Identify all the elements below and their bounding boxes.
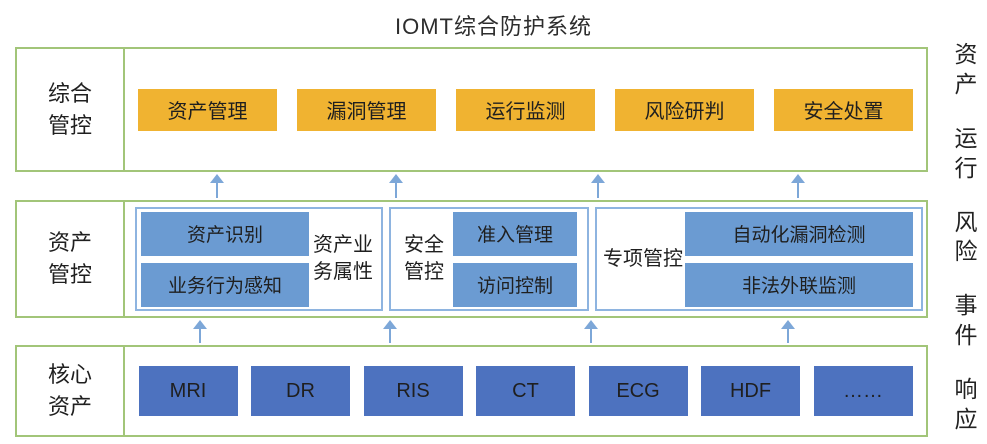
arrow-stem: [395, 183, 397, 198]
asset-hdf: HDF: [701, 366, 800, 416]
group-b-label-text: 安全管控: [404, 234, 444, 283]
group-c-buttons: 自动化漏洞检测 非法外联监测: [685, 211, 917, 307]
arrow-head: [193, 320, 207, 329]
arrow-stem: [797, 183, 799, 198]
tier-asset-control-label: 资产管控: [17, 202, 125, 316]
asset-ct: CT: [476, 366, 575, 416]
module-security-disposal: 安全处置: [774, 88, 913, 131]
group-asset-business-attributes: 资产识别 业务行为感知 资产业务属性: [135, 207, 383, 311]
up-arrow: [790, 174, 806, 198]
side-word-risk: 风险: [954, 208, 978, 265]
up-arrow: [583, 320, 599, 343]
group-c-label: 专项管控: [603, 247, 683, 270]
tier-management-label: 综合管控: [17, 49, 125, 170]
up-arrow: [780, 320, 796, 343]
arrow-stem: [787, 329, 789, 343]
arrow-head: [791, 174, 805, 183]
module-automated-vulnerability-detection: 自动化漏洞检测: [685, 211, 913, 256]
group-security-control: 安全管控 准入管理 访问控制: [389, 207, 589, 311]
up-arrow: [192, 320, 208, 343]
tier-asset-control-label-text: 资产管控: [48, 230, 93, 287]
arrow-stem: [590, 329, 592, 343]
up-arrow: [388, 174, 404, 198]
group-b-label: 安全管控: [395, 232, 453, 286]
tier-management-label-text: 综合管控: [48, 80, 93, 138]
asset-ellipsis: ……: [813, 366, 913, 416]
arrow-head: [781, 320, 795, 329]
arrow-head: [584, 320, 598, 329]
module-admission-management: 准入管理: [453, 211, 577, 256]
side-word-operation: 运行: [954, 124, 978, 181]
asset-ris: RIS: [363, 366, 463, 416]
module-operation-monitoring: 运行监测: [456, 88, 595, 131]
arrow-head: [383, 320, 397, 329]
side-word-response: 响应: [954, 376, 978, 433]
side-word-event: 事件: [954, 292, 978, 349]
side-caption: 资产 运行 风险 事件 响应: [947, 40, 985, 435]
up-arrow: [590, 174, 606, 198]
module-asset-identification: 资产识别: [141, 211, 309, 256]
module-access-control: 访问控制: [453, 262, 577, 307]
arrow-stem: [597, 183, 599, 198]
arrow-stem: [216, 183, 218, 198]
module-asset-management: 资产管理: [138, 88, 277, 131]
tier-management: 综合管控 资产管理 漏洞管理 运行监测 风险研判 安全处置: [15, 47, 928, 172]
asset-ecg: ECG: [588, 366, 688, 416]
arrow-head: [389, 174, 403, 183]
asset-dr: DR: [251, 366, 350, 416]
group-special-control: 专项管控 自动化漏洞检测 非法外联监测: [595, 207, 923, 311]
group-a-label: 资产业务属性: [309, 232, 377, 286]
group-b-buttons: 准入管理 访问控制: [453, 211, 577, 307]
up-arrow: [209, 174, 225, 198]
up-arrow: [382, 320, 398, 343]
group-a-buttons: 资产识别 业务行为感知: [141, 211, 309, 307]
diagram-title: IOMT综合防护系统: [395, 14, 592, 39]
module-vulnerability-management: 漏洞管理: [297, 88, 436, 131]
tier-core-assets-content: MRI DR RIS CT ECG HDF ……: [125, 347, 926, 435]
asset-mri: MRI: [138, 366, 238, 416]
module-risk-analysis: 风险研判: [615, 88, 754, 131]
tier-core-assets-label-text: 核心资产: [48, 362, 93, 419]
arrow-head: [210, 174, 224, 183]
module-business-behavior-awareness: 业务行为感知: [141, 262, 309, 307]
module-illegal-outreach-monitoring: 非法外联监测: [685, 262, 913, 307]
side-word-asset: 资产: [954, 41, 978, 97]
tier-core-assets: 核心资产 MRI DR RIS CT ECG HDF ……: [15, 345, 928, 437]
arrow-stem: [199, 329, 201, 343]
arrow-stem: [389, 329, 391, 343]
group-a-label-text: 资产业务属性: [313, 234, 373, 283]
arrow-head: [591, 174, 605, 183]
tier-core-assets-label: 核心资产: [17, 347, 125, 435]
tier-management-content: 资产管理 漏洞管理 运行监测 风险研判 安全处置: [125, 49, 926, 170]
tier-asset-control: 资产管控 资产识别 业务行为感知 资产业务属性 安全管控 准入管理 访问控制: [15, 200, 928, 318]
tier-asset-control-content: 资产识别 业务行为感知 资产业务属性 安全管控 准入管理 访问控制 专项管控: [125, 202, 926, 316]
